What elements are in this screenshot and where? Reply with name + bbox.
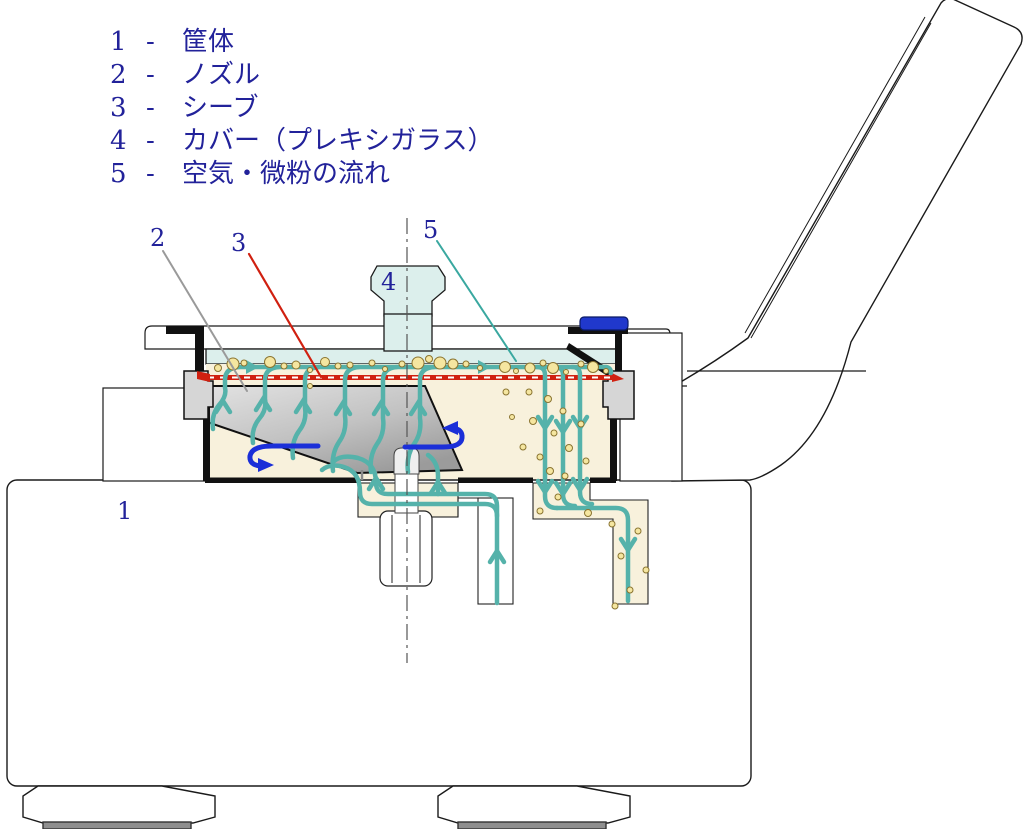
legend-item-nozzle: 2-ノズル: [110, 59, 493, 92]
machine-feet: [22, 785, 631, 829]
foot-pad-left: [42, 821, 192, 829]
legend-separator: -: [146, 60, 155, 90]
cover-knob-stem: [383, 313, 433, 352]
legend-separator: -: [146, 93, 155, 123]
legend-label: シーブ: [182, 93, 259, 123]
legend-number: 4: [110, 126, 127, 156]
air-flow-lines: [210, 364, 631, 606]
chamber-floor: [458, 477, 533, 483]
legend-separator: -: [146, 126, 155, 156]
legend-separator: -: [146, 159, 155, 189]
legend-number: 5: [110, 159, 127, 189]
legend-label: 筐体: [182, 27, 235, 57]
clamp-lever: [579, 316, 629, 331]
chamber-wall-right: [610, 382, 617, 481]
legend-item-housing: 1-筐体: [110, 26, 493, 59]
chamber-wall-left: [203, 378, 210, 481]
legend-number: 2: [110, 60, 127, 90]
callout-number-cover: 4: [381, 268, 397, 296]
cover-ring-plate: [144, 325, 621, 350]
legend-separator: -: [146, 27, 155, 57]
legend-item-flow: 5-空気・微粉の流れ: [110, 158, 493, 191]
nozzle-rotation-arrows: [247, 421, 465, 472]
foot-pad-right: [457, 821, 607, 829]
flow-arrowheads: [213, 360, 638, 565]
legend-number: 3: [110, 93, 127, 123]
legend-number: 1: [110, 27, 127, 57]
callout-number-housing: 1: [117, 497, 133, 525]
legend-item-sieve: 3-シーブ: [110, 92, 493, 125]
callout-leader-lines: [162, 240, 517, 392]
legend-label: 空気・微粉の流れ: [182, 159, 391, 189]
callout-number-sieve: 3: [231, 229, 247, 257]
lid-arm: [628, 0, 1023, 482]
chamber-floor: [590, 477, 616, 483]
leader-sieve: [247, 252, 323, 379]
leader-flow: [436, 240, 517, 362]
cover-knob: [370, 265, 446, 317]
powder-particles: [214, 355, 650, 610]
leader-nozzle: [162, 250, 248, 392]
foot-left: [22, 785, 216, 824]
plexiglass-cover: [205, 265, 617, 365]
arm-groove: [744, 16, 932, 339]
legend: 1-筐体 2-ノズル 3-シーブ 4-カバー（プレキシガラス） 5-空気・微粉の…: [110, 26, 493, 191]
legend-label: カバー（プレキシガラス）: [182, 126, 494, 156]
foot-right: [437, 785, 631, 824]
legend-label: ノズル: [182, 60, 261, 90]
callout-number-flow: 5: [423, 216, 439, 244]
chamber-floor: [205, 477, 358, 483]
callout-number-nozzle: 2: [150, 224, 166, 252]
legend-item-cover: 4-カバー（プレキシガラス）: [110, 125, 493, 158]
